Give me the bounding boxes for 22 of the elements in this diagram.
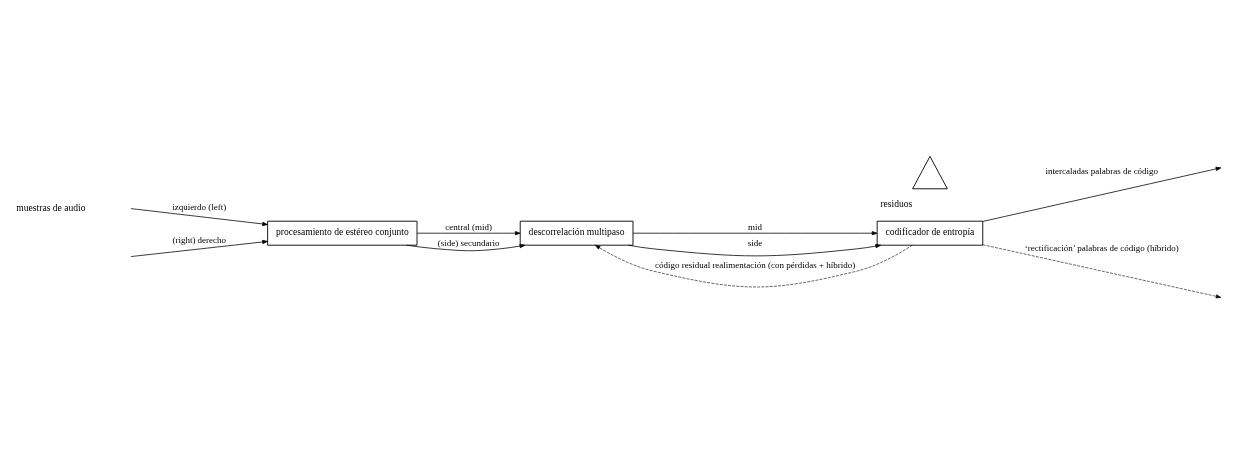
edge-label: código residual realimentación (con pérdidas + híbrido) — [655, 259, 856, 270]
arrow — [982, 166, 1222, 222]
edge-label: (side) secundario — [437, 237, 500, 248]
arrow — [130, 239, 268, 257]
edge-label: central (mid) — [445, 221, 492, 232]
edge-label: (right) derecho — [172, 234, 227, 245]
node-picture — [912, 155, 948, 189]
arrow — [632, 230, 878, 235]
edge-label: izquierdo (left) — [172, 201, 227, 212]
edge-label: mid — [748, 221, 763, 232]
arrow — [594, 244, 913, 287]
edge-label: ‘rectificación’ palabras de código (híbrido) — [1024, 242, 1179, 253]
arrow — [628, 243, 881, 256]
node-label: residuos — [880, 197, 913, 209]
arrow — [416, 230, 521, 235]
edge-label: intercaladas palabras de código — [1045, 165, 1159, 176]
label: muestras de audio — [16, 201, 86, 213]
arrow — [130, 207, 268, 226]
arrow — [406, 243, 526, 251]
edge-label: side — [747, 237, 763, 248]
node-box: procesamiento de estéreo conjunto — [267, 220, 418, 246]
arrow — [982, 243, 1222, 298]
